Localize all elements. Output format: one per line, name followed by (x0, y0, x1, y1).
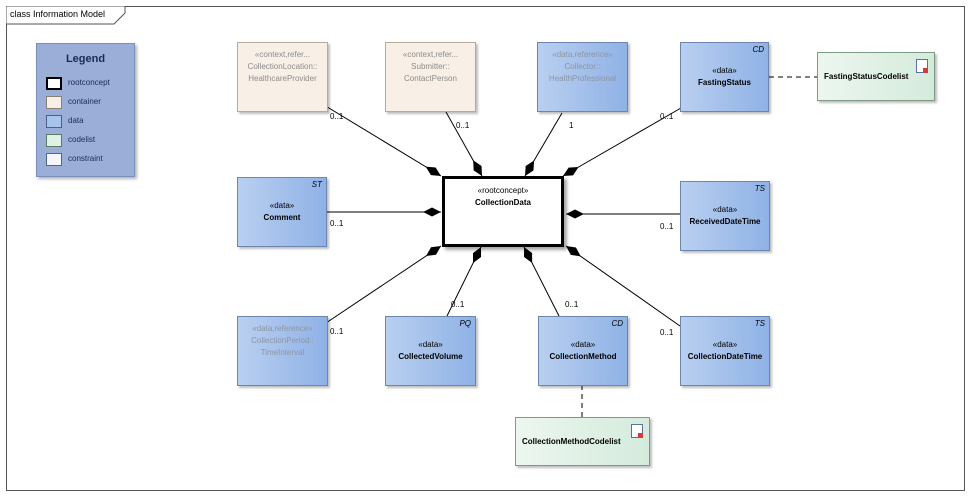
datatype-label: CD (752, 45, 764, 54)
assoc-submitter (445, 111, 483, 177)
class-name-type: ContactPerson (404, 74, 457, 83)
stereotype: «data,reference» (552, 50, 613, 59)
frame-title: class Information Model (10, 9, 106, 19)
datatype-label: ST (311, 180, 322, 189)
stereotype: «rootconcept» (477, 186, 529, 195)
class-name-type: HealthProfessional (548, 74, 617, 83)
stereotype: «data» (712, 205, 738, 214)
legend-swatch (46, 77, 62, 90)
stereotype: «data» (418, 340, 443, 349)
class-name: Comment (263, 213, 301, 222)
multiplicity-volume: 0..1 (451, 300, 465, 309)
class-collection-location[interactable]: «context,refer... CollectionLocation:: H… (237, 42, 328, 112)
class-name: CollectionData (474, 198, 531, 207)
legend-label: constraint (68, 154, 103, 163)
stereotype: «data» (712, 340, 738, 349)
assoc-volume (446, 246, 482, 317)
legend-swatch (46, 134, 62, 147)
class-name: CollectionDateTime (687, 352, 763, 361)
legend-swatch (46, 96, 62, 109)
diagram-frame (6, 6, 965, 491)
class-fasting-status[interactable]: CD «data» FastingStatus (680, 42, 769, 112)
assoc-datetime (565, 245, 681, 327)
frame-tab-shape (6, 6, 126, 25)
document-icon (631, 424, 643, 438)
document-icon (916, 59, 928, 73)
multiplicity-submitter: 0..1 (456, 121, 470, 130)
class-collection-date-time[interactable]: TS «data» CollectionDateTime (680, 316, 770, 386)
legend-label: container (68, 97, 101, 106)
class-submitter[interactable]: «context,refer... Submitter:: ContactPer… (385, 42, 476, 112)
assoc-location (318, 101, 442, 177)
stereotype: «data» (269, 201, 295, 210)
multiplicity-comment: 0..1 (330, 219, 344, 228)
codelist-fasting-status[interactable]: FastingStatusCodelist (817, 52, 935, 101)
class-name: CollectionLocation:: (247, 62, 318, 71)
legend-label: rootconcept (68, 78, 110, 87)
class-name: Submitter:: (411, 62, 450, 71)
codelist-collection-method[interactable]: CollectionMethodCodelist (515, 417, 650, 466)
class-collection-method[interactable]: CD «data» CollectionMethod (538, 316, 628, 386)
multiplicity-period: 0..1 (330, 327, 344, 336)
stereotype: «context,refer... (254, 50, 311, 59)
legend-label: codelist (68, 135, 96, 144)
class-collection-data[interactable]: «rootconcept» CollectionData (442, 176, 564, 247)
multiplicity-fasting: 0..1 (660, 112, 674, 121)
legend-title: Legend (65, 53, 106, 65)
legend-swatch (46, 153, 62, 166)
stereotype: «data» (570, 340, 596, 349)
stereotype: «context,refer... (402, 50, 459, 59)
codelist-name: FastingStatusCodelist (824, 71, 909, 81)
legend-swatch (46, 115, 62, 128)
stereotype: «data,reference» (252, 324, 313, 333)
class-name: FastingStatus (698, 78, 751, 87)
codelist-name: CollectionMethodCodelist (522, 436, 621, 446)
legend-label: data (68, 116, 84, 125)
class-name: ReceivedDateTime (689, 217, 761, 226)
class-comment[interactable]: ST «data» Comment (237, 177, 327, 247)
assoc-fasting (562, 107, 682, 177)
class-name: Collector:: (564, 62, 601, 71)
multiplicity-collector: 1 (569, 121, 574, 130)
assoc-period (325, 245, 442, 324)
class-name-type: TimeInterval (260, 348, 305, 357)
class-collector[interactable]: «data,reference» Collector:: HealthProfe… (537, 42, 628, 112)
datatype-label: TS (754, 319, 765, 328)
assoc-collector (524, 112, 563, 177)
legend: Legend rootconcept container data codeli… (36, 43, 135, 177)
multiplicity-datetime: 0..1 (660, 328, 674, 337)
multiplicity-method: 0..1 (565, 300, 579, 309)
datatype-label: CD (611, 319, 623, 328)
stereotype: «data» (712, 66, 737, 75)
class-collected-volume[interactable]: PQ «data» CollectedVolume (385, 316, 476, 386)
datatype-label: TS (754, 184, 765, 193)
datatype-label: PQ (459, 319, 471, 328)
class-name: CollectionMethod (549, 352, 617, 361)
multiplicity-received: 0..1 (660, 222, 674, 231)
multiplicity-location: 0..1 (330, 112, 344, 121)
class-collection-period[interactable]: «data,reference» CollectionPeriod:: Time… (237, 316, 328, 386)
class-name: CollectedVolume (398, 352, 463, 361)
class-received-date-time[interactable]: TS «data» ReceivedDateTime (680, 181, 770, 251)
class-name: CollectionPeriod:: (251, 336, 314, 345)
class-name-type: HealthcareProvider (248, 74, 317, 83)
assoc-method (523, 246, 560, 317)
